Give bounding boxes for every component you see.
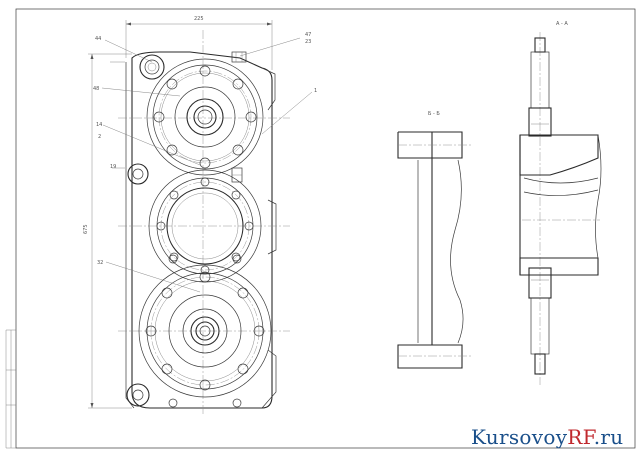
section-aa: А - А bbox=[519, 21, 602, 385]
dimensions: 225 675 bbox=[83, 16, 273, 409]
watermark-brand-b: RF bbox=[567, 425, 594, 449]
main-view: 225 675 44 47 23 48 1 14 2 19 bbox=[83, 16, 317, 415]
dim-left-height: 675 bbox=[83, 224, 89, 234]
middle-cover bbox=[148, 169, 262, 283]
plug-boss bbox=[139, 54, 165, 80]
leader-48: 48 bbox=[93, 86, 99, 92]
left-lug bbox=[127, 163, 149, 185]
section-bb-label: Б - Б bbox=[428, 111, 440, 117]
section-bb: Б - Б bbox=[397, 111, 472, 369]
foot-lug bbox=[126, 383, 150, 407]
leader-23: 23 bbox=[305, 39, 311, 45]
bottom-bearing-assembly bbox=[138, 254, 272, 408]
leader-2: 2 bbox=[98, 134, 101, 140]
leader-19: 19 bbox=[110, 164, 116, 170]
leader-47: 47 bbox=[305, 32, 311, 38]
vent-plug bbox=[231, 51, 247, 63]
watermark-brand-c: .ru bbox=[593, 425, 624, 449]
leader-lines: 44 47 23 48 1 14 2 19 32 bbox=[93, 32, 317, 293]
sheet-frame bbox=[5, 8, 636, 449]
watermark-logo: KursovoyRF.ru bbox=[471, 425, 623, 449]
leader-44: 44 bbox=[95, 36, 101, 42]
leader-32: 32 bbox=[97, 260, 103, 266]
top-bearing-assembly bbox=[146, 58, 264, 176]
watermark-brand-a: Kursovoy bbox=[471, 425, 568, 449]
section-aa-label: А - А bbox=[556, 21, 568, 27]
leader-14: 14 bbox=[96, 122, 102, 128]
leader-1: 1 bbox=[314, 88, 317, 94]
sight-plug bbox=[231, 167, 243, 183]
dim-top-width: 225 bbox=[194, 16, 204, 22]
